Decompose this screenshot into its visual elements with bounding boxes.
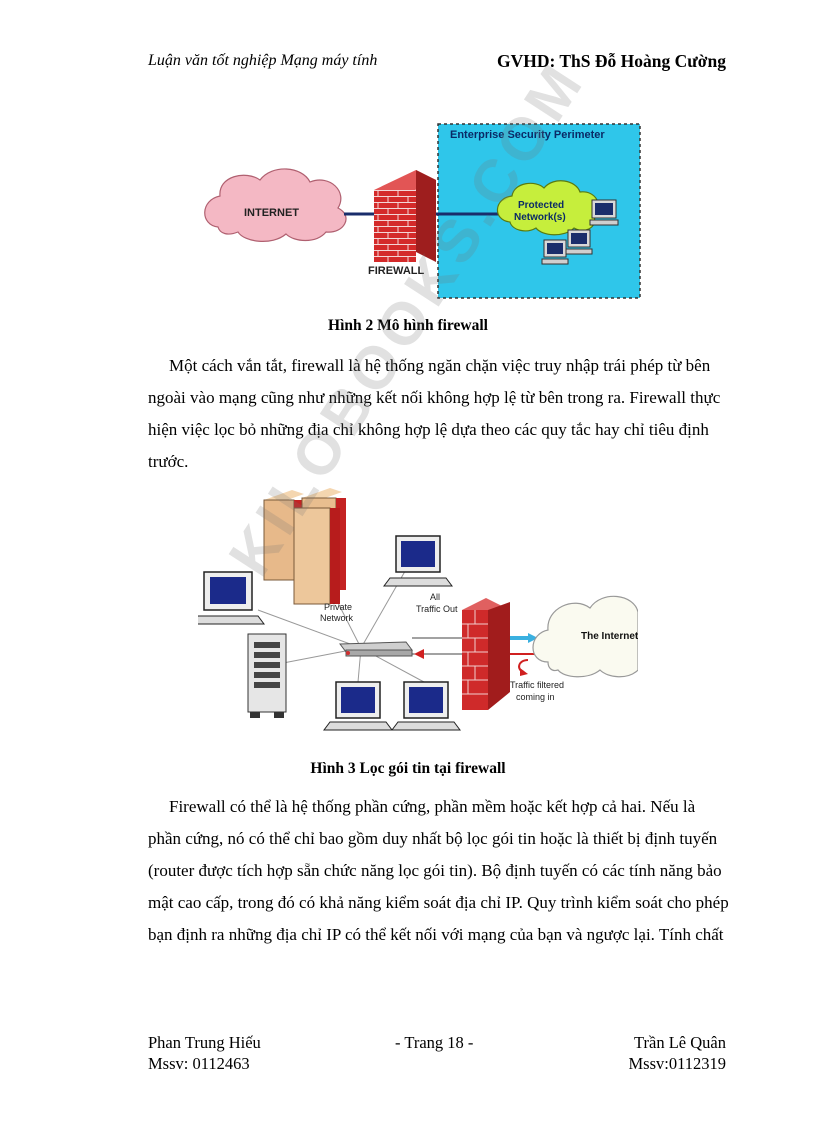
protected-label-1: Protected (518, 200, 564, 211)
computer-icon (565, 229, 593, 255)
paragraph-line: Firewall có thể là hệ thống phần cứng, p… (169, 797, 696, 816)
traffic-out-label-2: Traffic Out (416, 604, 458, 614)
footer-student-id-1: Mssv: 0112463 (148, 1054, 250, 1073)
paragraph-line: bạn định ra những địa chỉ IP có thể kết … (148, 925, 724, 944)
traffic-out-label-1: All (430, 592, 440, 602)
figure2-caption: Hình 2 Mô hình firewall (328, 317, 488, 334)
computer-icon (589, 199, 619, 226)
paragraph-line: hiện việc lọc bỏ những địa chỉ không hợp… (148, 420, 709, 439)
computer-icon (383, 535, 453, 587)
filtered-label-2: coming in (516, 692, 555, 702)
figure-firewall-model: Enterprise Security Perimeter INTERNET F… (204, 123, 641, 299)
paragraph-line: ngoài vào mạng cũng như những kết nối kh… (148, 388, 721, 407)
rack-server-icon (247, 633, 287, 718)
router-hub-icon (339, 641, 413, 657)
computer-icon (323, 681, 393, 731)
firewall-wall-icon (374, 170, 436, 262)
paragraph-line: trước. (148, 452, 189, 471)
private-label-2: Network (320, 613, 354, 623)
perimeter-label: Enterprise Security Perimeter (450, 129, 605, 141)
paragraph-line: Một cách vắn tắt, firewall là hệ thống n… (169, 356, 711, 375)
internet-cloud-icon (204, 168, 347, 242)
internet-cloud-icon (532, 595, 638, 678)
footer-author-2: Trần Lê Quân (634, 1033, 726, 1052)
firewall-wall-icon (462, 598, 510, 710)
protected-label-2: Network(s) (514, 212, 566, 223)
computer-icon (541, 239, 569, 265)
server-icon (293, 507, 340, 605)
computer-icon (198, 571, 265, 625)
paragraph-firewall-types: Firewall có thể là hệ thống phần cứng, p… (148, 791, 729, 951)
private-label-1: Private (324, 602, 352, 612)
footer-right: Trần Lê Quân Mssv:0112319 (629, 1032, 727, 1074)
footer-student-id-2: Mssv:0112319 (628, 1054, 727, 1073)
header-thesis-title: Luận văn tốt nghiệp Mạng máy tính (148, 52, 378, 69)
header-advisor: GVHD: ThS Đỗ Hoàng Cường (497, 51, 726, 71)
filtered-label-1: Traffic filtered (510, 680, 564, 690)
footer-left: Phan Trung Hiếu Mssv: 0112463 (148, 1032, 261, 1074)
page-number: - Trang 18 - (395, 1033, 474, 1052)
firewall-label: FIREWALL (368, 265, 424, 277)
paragraph-line: phần cứng, nó có thể chỉ bao gồm duy nhấ… (148, 829, 718, 848)
internet-label: INTERNET (244, 207, 299, 219)
the-internet-label: The Internet (581, 631, 638, 642)
paragraph-firewall-summary: Một cách vắn tắt, firewall là hệ thống n… (148, 350, 728, 478)
computer-icon (391, 681, 461, 731)
figure3-caption: Hình 3 Lọc gói tin tại firewall (310, 760, 506, 777)
paragraph-line: (router được tích hợp sẵn chức năng lọc … (148, 861, 722, 880)
paragraph-line: mật cao cấp, trong đó có khả năng kiểm s… (148, 893, 729, 912)
footer-author-1: Phan Trung Hiếu (148, 1033, 261, 1052)
figure-packet-filtering: Private Network All Traffic Out Traffic … (198, 488, 638, 731)
